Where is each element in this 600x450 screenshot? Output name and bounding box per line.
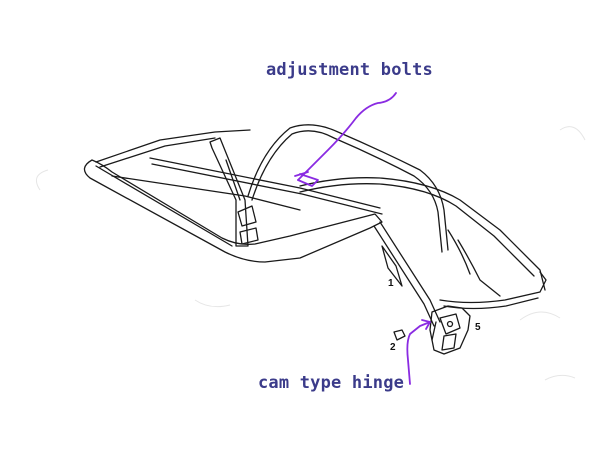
boot-cover — [83, 159, 383, 263]
frame-line-art — [83, 124, 547, 355]
background-smudges — [35, 126, 586, 381]
crossbar-2 — [149, 157, 381, 209]
annotation-arrows — [294, 92, 431, 385]
side-bow — [247, 124, 449, 251]
part-number-2: 2 — [390, 342, 396, 353]
cam-type-hinge-label: cam type hinge — [258, 373, 405, 393]
rear-rail — [379, 221, 441, 323]
part-number-1: 1 — [388, 278, 394, 289]
crossbar-1 — [111, 175, 301, 211]
adjustment-bolts-label: adjustment bolts — [266, 60, 433, 80]
bolt-part-2 — [393, 329, 406, 341]
rear-bow — [299, 177, 546, 291]
front-header-bar — [95, 129, 251, 163]
arrow-adjustment-bolts — [297, 92, 397, 181]
pivot-bracket — [209, 137, 249, 247]
part-number-5: 5 — [475, 322, 481, 333]
lower-rear-frame — [439, 271, 547, 304]
arrow-cam-hinge — [406, 321, 431, 385]
